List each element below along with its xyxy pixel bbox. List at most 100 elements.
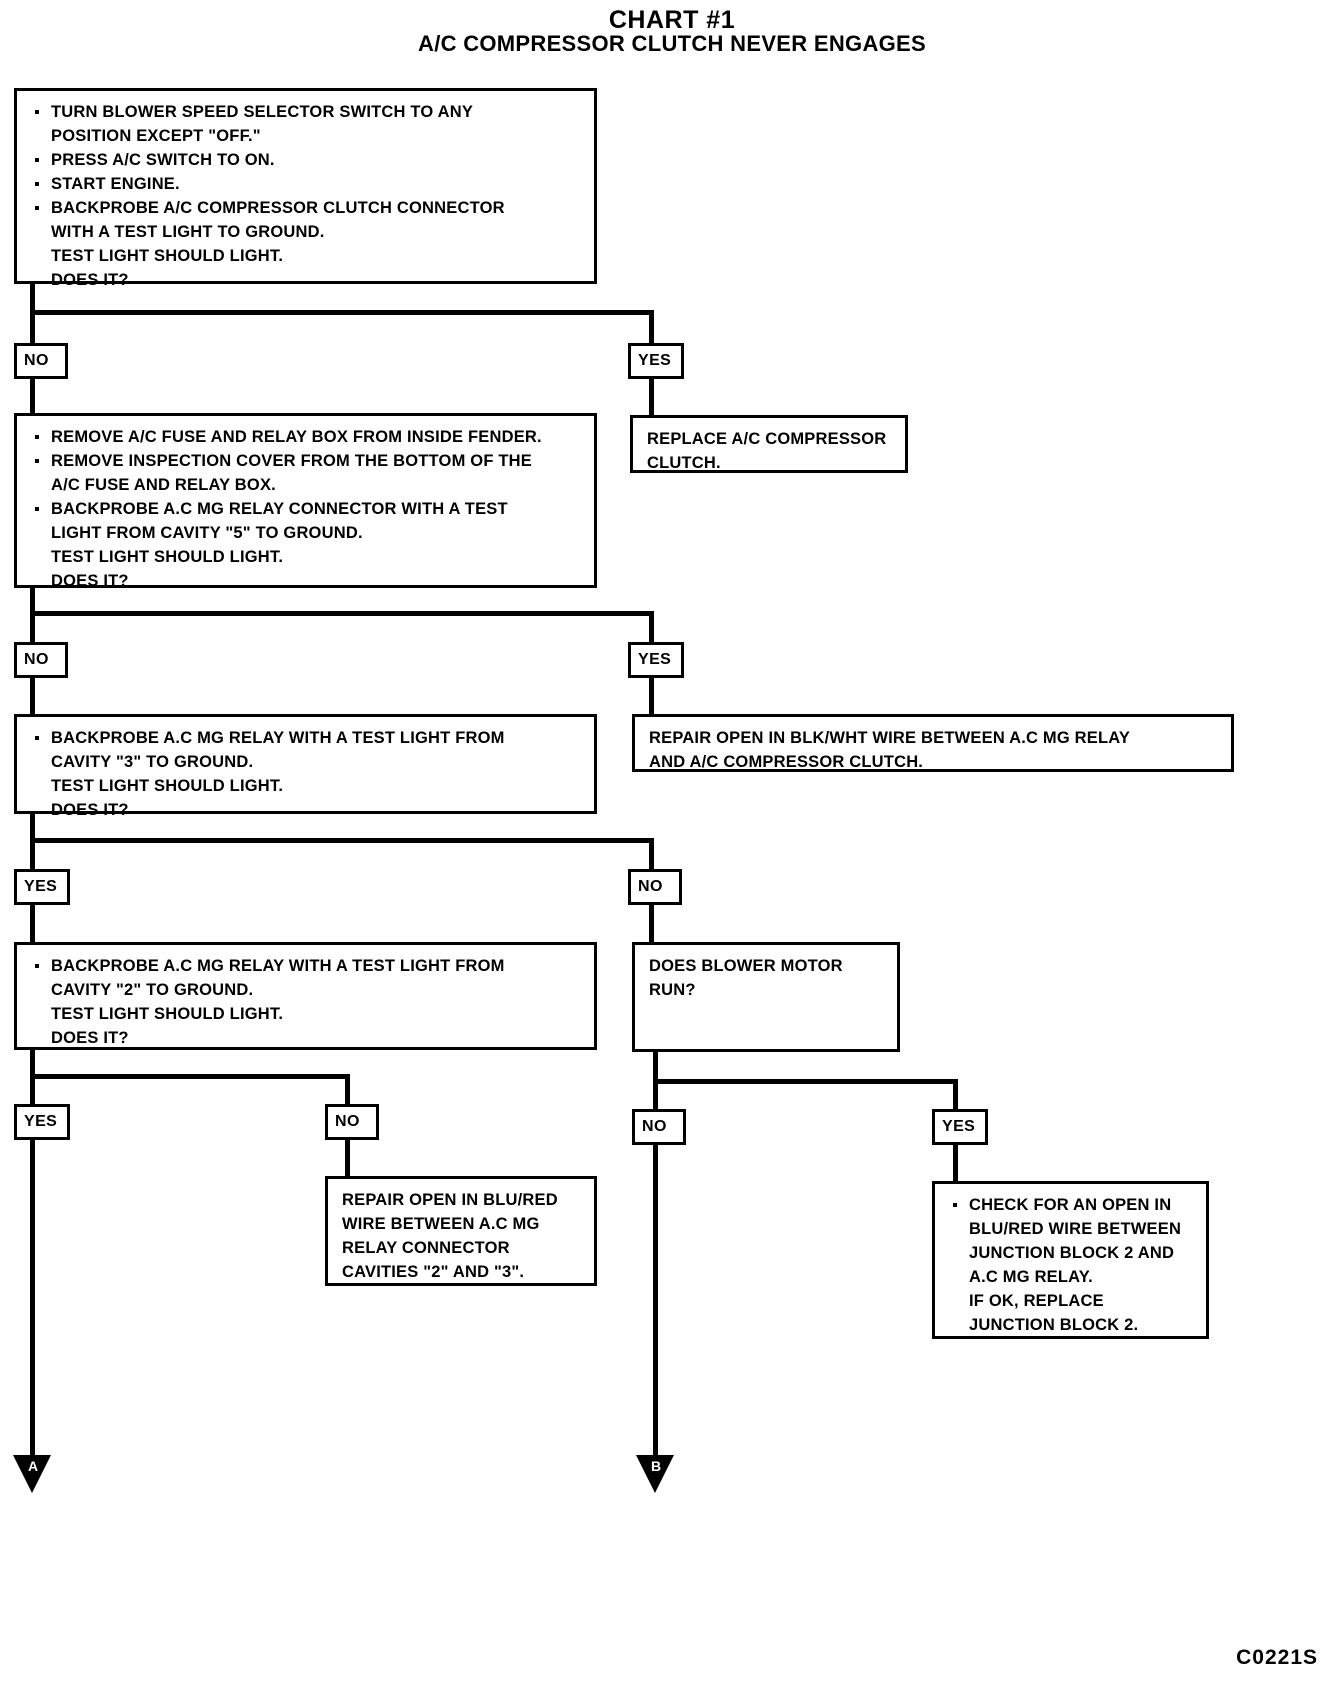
result-line: IF OK, REPLACE [969,1292,1104,1310]
line-n2-to-d4 [649,611,654,649]
line-n4-stem [30,812,35,840]
result-line: WIRE BETWEEN A.C MG [342,1215,540,1233]
decision-label: YES [24,878,58,895]
decision-chip-yes: YES [14,1104,70,1140]
decision-chip-yes: YES [932,1109,988,1145]
decision-label: YES [24,1113,58,1130]
step-line: DOES IT? [51,1029,129,1047]
step-box-n4: BACKPROBE A.C MG RELAY WITH A TEST LIGHT… [14,714,597,819]
result-line: AND A/C COMPRESSOR CLUTCH. [649,753,924,771]
step-line: TEST LIGHT SHOULD LIGHT. [51,247,284,265]
line-d10-to-n9 [953,1145,958,1183]
step-line: TURN BLOWER SPEED SELECTOR SWITCH TO ANY [17,100,594,124]
line-d2-to-n3 [649,377,654,415]
step-line: POSITION EXCEPT "OFF." [51,127,261,145]
result-box-n8: REPAIR OPEN IN BLU/RED WIRE BETWEEN A.C … [325,1176,597,1286]
question-box-n7: DOES BLOWER MOTOR RUN? [632,942,900,1052]
step-line: TEST LIGHT SHOULD LIGHT. [51,777,284,795]
decision-chip-no: NO [632,1109,686,1145]
line-n2-split [30,611,654,616]
step-line: DOES IT? [51,801,129,819]
step-line: START ENGINE. [17,172,594,196]
result-box-n5: REPAIR OPEN IN BLK/WHT WIRE BETWEEN A.C … [632,714,1234,772]
decision-chip-yes: YES [628,343,684,379]
step-line: DOES IT? [51,271,129,289]
line-n4-to-d6 [649,838,654,876]
result-line: CLUTCH. [647,454,721,472]
line-d5-to-n6 [30,905,35,943]
line-d1-to-n2 [30,377,35,415]
line-d9-tail [653,1145,658,1460]
line-n7-split [653,1079,958,1084]
line-n7-stem [653,1052,658,1080]
decision-chip-yes: YES [628,642,684,678]
line-n4-split [30,838,654,843]
step-line: CAVITY "2" TO GROUND. [51,981,254,999]
line-n6-split [30,1074,350,1079]
line-n1-split [30,310,654,315]
decision-chip-no: NO [14,642,68,678]
line-d6-to-n7 [649,905,654,943]
result-line: CAVITIES "2" AND "3". [342,1263,525,1281]
decision-label: YES [638,651,672,668]
step-line: BACKPROBE A.C MG RELAY WITH A TEST LIGHT… [17,954,594,978]
step-box-n1: TURN BLOWER SPEED SELECTOR SWITCH TO ANY… [14,88,597,289]
step-line: A/C FUSE AND RELAY BOX. [51,476,276,494]
line-n7-to-d9 [653,1079,658,1109]
decision-label: NO [24,651,49,668]
result-line: JUNCTION BLOCK 2 AND [969,1244,1175,1262]
question-line: RUN? [649,981,696,999]
result-line: REPAIR OPEN IN BLK/WHT WIRE BETWEEN A.C … [649,729,1131,747]
step-line: TEST LIGHT SHOULD LIGHT. [51,548,284,566]
result-line: RELAY CONNECTOR [342,1239,510,1257]
line-n1-stem [30,283,35,313]
connector-arrow-a [13,1455,51,1493]
line-n1-to-d1 [30,310,35,348]
step-line: BACKPROBE A.C MG RELAY WITH A TEST LIGHT… [17,726,594,750]
decision-label: NO [638,878,663,895]
line-n2-to-d3 [30,611,35,649]
line-d4-to-n5 [649,678,654,716]
question-line: DOES BLOWER MOTOR [649,957,843,975]
decision-chip-no: NO [325,1104,379,1140]
result-box-n3: REPLACE A/C COMPRESSOR CLUTCH. [630,415,908,473]
decision-label: YES [942,1118,976,1135]
line-n6-to-d8 [345,1074,350,1104]
decision-label: YES [638,352,672,369]
decision-label: NO [642,1118,667,1135]
line-n7-to-d10 [953,1079,958,1109]
step-box-n2: REMOVE A/C FUSE AND RELAY BOX FROM INSID… [14,413,597,590]
line-n6-stem [30,1048,35,1076]
decision-chip-no: NO [628,869,682,905]
step-line: DOES IT? [51,572,129,590]
line-d7-tail [30,1140,35,1460]
connector-label-a: A [28,1458,39,1474]
line-n1-to-d2 [649,310,654,348]
decision-label: NO [335,1113,360,1130]
step-line: LIGHT FROM CAVITY "5" TO GROUND. [51,524,363,542]
result-line: REPAIR OPEN IN BLU/RED [342,1191,558,1209]
page-subtitle: A/C COMPRESSOR CLUTCH NEVER ENGAGES [418,31,926,56]
step-line: WITH A TEST LIGHT TO GROUND. [51,223,325,241]
result-line: CHECK FOR AN OPEN IN [935,1193,1206,1217]
page-title: CHART #1 [608,6,736,34]
line-n2-stem [30,586,35,614]
connector-arrow-b [636,1455,674,1493]
step-line: REMOVE INSPECTION COVER FROM THE BOTTOM … [17,449,594,473]
result-box-n9: CHECK FOR AN OPEN IN BLU/RED WIRE BETWEE… [932,1181,1209,1339]
step-line: REMOVE A/C FUSE AND RELAY BOX FROM INSID… [17,425,594,449]
connector-label-b: B [651,1458,662,1474]
step-line: TEST LIGHT SHOULD LIGHT. [51,1005,284,1023]
decision-chip-no: NO [14,343,68,379]
line-d3-to-n4 [30,678,35,716]
result-line: BLU/RED WIRE BETWEEN [969,1220,1182,1238]
step-line: PRESS A/C SWITCH TO ON. [17,148,594,172]
result-line: REPLACE A/C COMPRESSOR [647,430,887,448]
line-d8-to-n8 [345,1140,350,1178]
line-n4-to-d5 [30,838,35,876]
step-line: BACKPROBE A.C MG RELAY CONNECTOR WITH A … [17,497,594,521]
line-n6-to-d7 [30,1074,35,1104]
result-line: A.C MG RELAY. [969,1268,1093,1286]
step-box-n6: BACKPROBE A.C MG RELAY WITH A TEST LIGHT… [14,942,597,1050]
step-line: CAVITY "3" TO GROUND. [51,753,254,771]
